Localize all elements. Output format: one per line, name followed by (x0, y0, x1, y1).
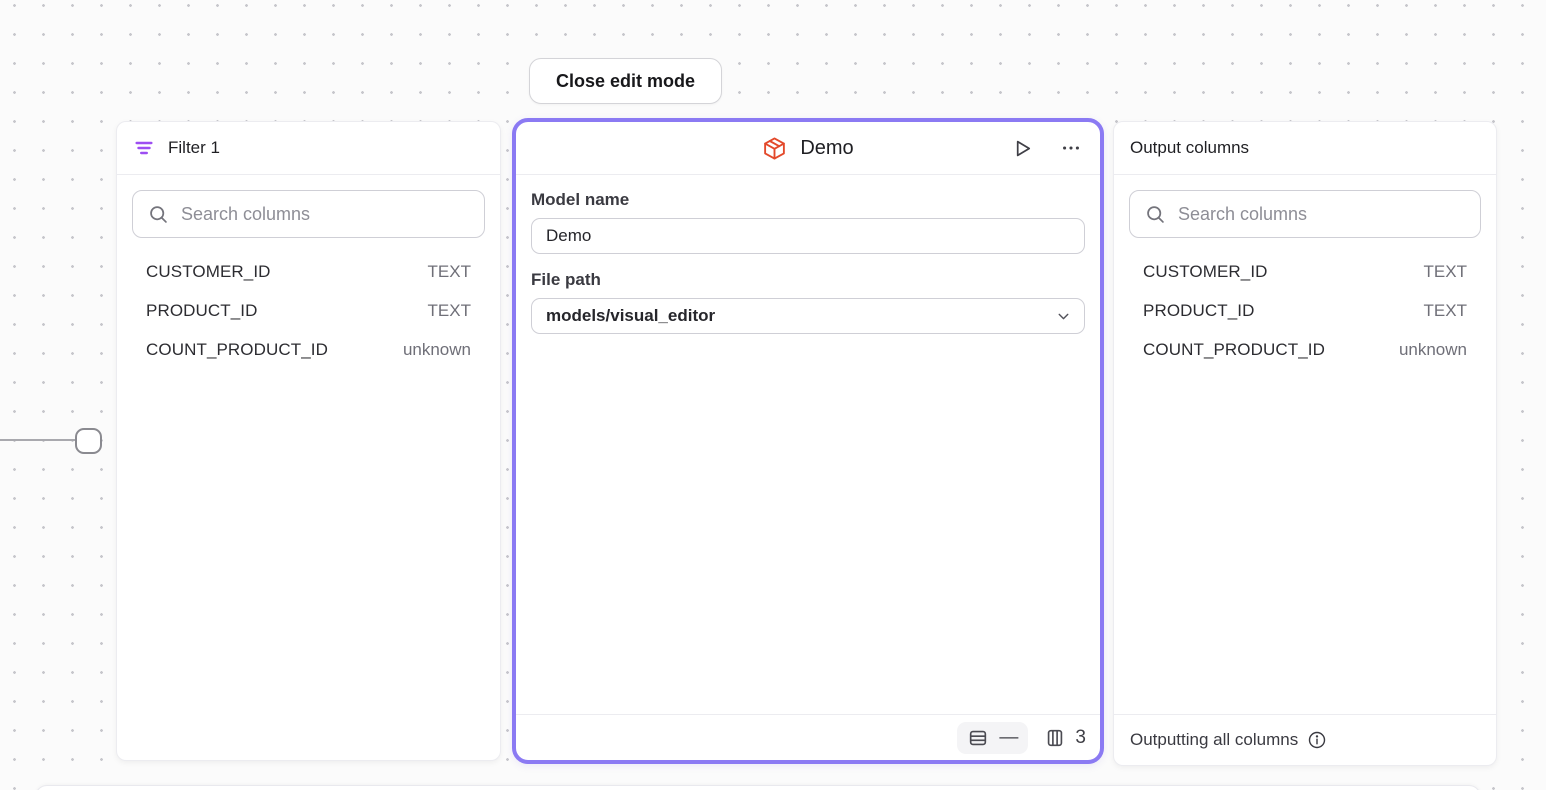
info-icon[interactable] (1307, 730, 1327, 750)
model-panel-footer: — 3 (516, 714, 1100, 760)
row-count-value: — (999, 726, 1019, 748)
filter-column-row[interactable]: COUNT_PRODUCT_ID unknown (132, 330, 485, 369)
output-search-box (1129, 190, 1481, 238)
chevron-down-icon (1055, 308, 1072, 325)
output-column-row[interactable]: COUNT_PRODUCT_ID unknown (1129, 330, 1481, 369)
column-name: PRODUCT_ID (1143, 300, 1255, 320)
column-count-stat: 3 (1044, 727, 1086, 749)
close-edit-mode-button[interactable]: Close edit mode (529, 58, 722, 104)
file-path-value: models/visual_editor (546, 306, 716, 325)
output-column-list: CUSTOMER_ID TEXT PRODUCT_ID TEXT COUNT_P… (1129, 252, 1481, 369)
more-options-button[interactable] (1058, 135, 1084, 161)
filter-panel-title: Filter 1 (168, 138, 220, 157)
column-name: COUNT_PRODUCT_ID (1143, 339, 1326, 359)
model-cube-icon (762, 136, 787, 161)
column-count-value: 3 (1075, 726, 1086, 748)
model-name-label: Model name (531, 190, 630, 209)
filter-icon (133, 137, 155, 159)
filter-node-panel[interactable]: Filter 1 CUSTOMER_ID TEXT PRODUCT_ID (116, 121, 501, 761)
column-name: PRODUCT_ID (146, 300, 258, 320)
table-rows-icon (967, 727, 989, 749)
filter-search-input[interactable] (181, 203, 469, 225)
filter-column-row[interactable]: PRODUCT_ID TEXT (132, 291, 485, 330)
column-type: TEXT (1423, 300, 1467, 320)
model-panel-header[interactable]: Demo (516, 122, 1100, 175)
filter-panel-header[interactable]: Filter 1 (117, 122, 500, 175)
output-column-row[interactable]: PRODUCT_ID TEXT (1129, 291, 1481, 330)
output-columns-panel[interactable]: Output columns CUSTOMER_ID TEXT PRODU (1113, 121, 1497, 766)
column-name: CUSTOMER_ID (1143, 261, 1268, 281)
column-name: CUSTOMER_ID (146, 261, 271, 281)
filter-column-list: CUSTOMER_ID TEXT PRODUCT_ID TEXT COUNT_P… (132, 252, 485, 369)
model-panel-title: Demo (800, 136, 854, 159)
column-name: COUNT_PRODUCT_ID (146, 339, 329, 359)
bottom-panel-edge[interactable] (35, 785, 1481, 790)
model-name-input[interactable] (531, 218, 1085, 254)
file-path-select[interactable]: models/visual_editor (531, 298, 1085, 334)
column-type: unknown (402, 339, 471, 359)
output-panel-title: Output columns (1130, 138, 1250, 157)
column-type: TEXT (427, 300, 471, 320)
output-column-row[interactable]: CUSTOMER_ID TEXT (1129, 252, 1481, 291)
filter-search-box (132, 190, 485, 238)
search-icon (1145, 204, 1166, 225)
output-footer-text: Outputting all columns (1130, 730, 1299, 749)
table-columns-icon (1044, 727, 1066, 749)
connection-handle[interactable] (75, 428, 102, 454)
column-type: TEXT (427, 261, 471, 281)
file-path-label: File path (531, 270, 601, 289)
run-model-button[interactable] (1009, 135, 1036, 162)
filter-column-row[interactable]: CUSTOMER_ID TEXT (132, 252, 485, 291)
row-count-stat[interactable]: — (957, 721, 1029, 754)
model-node-panel[interactable]: Demo Model name File path mod (512, 118, 1104, 764)
output-panel-header[interactable]: Output columns (1114, 122, 1496, 175)
output-panel-footer: Outputting all columns (1114, 714, 1496, 765)
connection-edge (0, 439, 77, 441)
search-icon (148, 204, 169, 225)
column-type: unknown (1398, 339, 1467, 359)
output-search-input[interactable] (1178, 203, 1465, 225)
column-type: TEXT (1423, 261, 1467, 281)
